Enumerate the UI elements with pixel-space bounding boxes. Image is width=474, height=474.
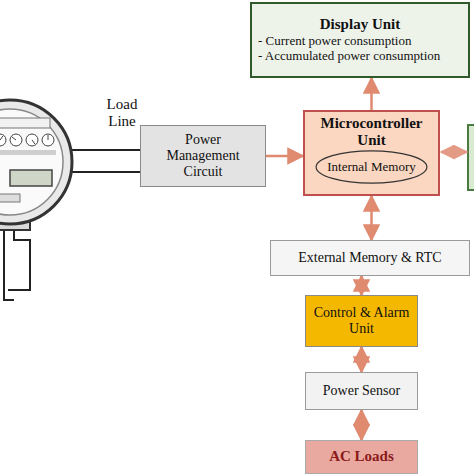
connector-arrow <box>360 347 363 372</box>
electricity-meter <box>0 100 72 230</box>
display-unit-box: Display Unit- Current power consumption-… <box>250 2 470 78</box>
power-sensor-box: Power Sensor <box>305 372 418 410</box>
node-title: AC Loads <box>329 448 394 465</box>
node-body-text: - Accumulated power consumption <box>258 49 440 64</box>
microcontroller-box: Internal Memory Microcontroller Unit <box>303 110 440 196</box>
connector-arrow <box>266 155 303 158</box>
node-title: Control & Alarm Unit <box>312 305 411 337</box>
connector-arrow <box>370 196 373 240</box>
node-body-text: - Current power consumption <box>258 34 411 49</box>
side-unit-box <box>441 125 474 190</box>
internal-memory-ellipse: Internal Memory <box>315 150 428 184</box>
connector-arrow <box>360 410 363 440</box>
external-memory-box: External Memory & RTC <box>270 240 470 276</box>
node-title: Power Sensor <box>323 383 400 399</box>
node-title: Power Management Circuit <box>147 132 259 180</box>
wire-label: Load Line <box>98 96 146 131</box>
ac-loads-box: AC Loads <box>305 440 418 474</box>
control-alarm-box: Control & Alarm Unit <box>305 295 418 347</box>
connector-arrow <box>360 276 363 295</box>
connector-arrow <box>370 78 373 110</box>
node-title: Display Unit <box>320 16 400 33</box>
node-title: External Memory & RTC <box>298 250 441 266</box>
power-management-box: Power Management Circuit <box>140 125 266 187</box>
node-title: Internal Memory <box>327 160 415 175</box>
node-title: Microcontroller Unit <box>311 115 432 150</box>
